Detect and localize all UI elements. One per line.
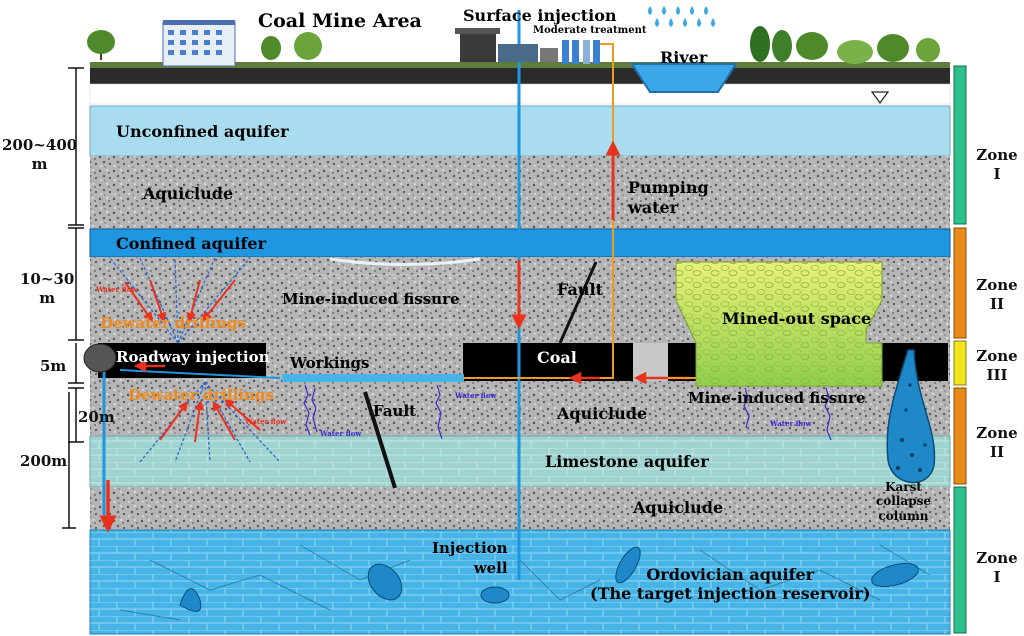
coal-label: Coal [537, 348, 577, 367]
zone-label-I-bottom: Zone I [976, 549, 1018, 586]
aquiclude-upper-label: Aquiclude [143, 184, 234, 203]
workings-label: Workings [290, 354, 370, 372]
depth-label-5: 200m [20, 452, 68, 470]
water-flow-note: Water flow [455, 391, 497, 400]
water-flow-note: Water flow [770, 419, 812, 428]
rain-icon [648, 6, 715, 27]
river-label: River [660, 48, 708, 67]
zone-label-I-top: Zone I [976, 146, 1018, 183]
roadway-injection-label: Roadway injection [116, 348, 270, 366]
karst-void [480, 586, 510, 604]
moderate-treatment-label: Moderate treatment [533, 25, 647, 36]
fissure-squiggle [303, 384, 311, 436]
roadway-tank [83, 343, 117, 373]
mined-out-space-label: Mined-out space [722, 309, 872, 328]
dewater-drillings-lower-label: Dewater drillings [128, 386, 274, 404]
injection-well-label: Injection well [432, 539, 508, 578]
injection-station-icon [455, 28, 558, 62]
coal-mine-area-title: Coal Mine Area [258, 10, 422, 32]
zone-label-II-lower: Zone II [976, 424, 1018, 461]
river-channel [630, 63, 738, 93]
treatment-tanks-icon [562, 40, 600, 64]
zone-bar-III [953, 340, 967, 386]
fissure-squiggle [435, 384, 443, 440]
depth-label-4: 20m [78, 408, 115, 426]
pumping-water-label: Pumping water [628, 178, 709, 217]
karst-collapse-column-label: Karst collapse column [876, 480, 931, 523]
aquiclude-lower-label: Aquiclude [633, 498, 724, 517]
zone-bar-I-bottom [953, 486, 967, 634]
fissure-squiggle [824, 387, 832, 441]
depth-dimension-bars [62, 67, 84, 529]
zone-bar-I-top [953, 65, 967, 225]
zone-bar-II-upper [953, 227, 967, 339]
water-flow-note: Water flow [96, 285, 138, 294]
water-flow-note: Water flow [320, 429, 362, 438]
coal-pillar [633, 343, 668, 381]
unconfined-aquifer-label: Unconfined aquifer [116, 122, 289, 141]
building-icon [162, 20, 236, 67]
depth-label-1: 200~400 m [2, 136, 78, 173]
karst-void [615, 546, 641, 584]
tree-icon [261, 32, 322, 60]
confined-aquifer-label: Confined aquifer [116, 234, 266, 253]
fissure-squiggle [743, 387, 750, 429]
karst-collapse-column [886, 349, 936, 484]
surface-injection-label: Surface injection [463, 6, 617, 25]
water-flow-note: Water flow [245, 417, 287, 426]
coal-seam-middle [463, 343, 633, 381]
workings-water [282, 374, 464, 382]
zone-label-III: Zone III [976, 347, 1018, 384]
tree-icon [87, 30, 115, 60]
zone-label-II-upper: Zone II [976, 276, 1018, 313]
fault-lower-label: Fault [373, 402, 417, 420]
dewater-drillings-upper-fan [109, 257, 251, 344]
karst-void [179, 588, 202, 612]
karst-void [367, 563, 403, 601]
fault-lower-line [363, 391, 397, 489]
tree-icon [750, 26, 940, 64]
karst-void [871, 563, 919, 587]
limestone-aquifer-label: Limestone aquifer [545, 452, 709, 471]
depth-label-2: 10~30 m [20, 270, 75, 307]
mine-induced-fissure-left-label: Mine-induced fissure [282, 290, 460, 308]
dewater-drillings-upper-label: Dewater drillings [100, 314, 246, 332]
fault-upper-label: Fault [557, 280, 603, 299]
fault-upper-line [558, 261, 598, 344]
aquiclude-middle-label: Aquiclude [557, 404, 648, 423]
ordovician-aquifer-label: Ordovician aquifer (The target injection… [590, 565, 871, 604]
water-table-symbol [870, 91, 890, 105]
depth-label-3: 5m [40, 357, 67, 375]
mine-induced-fissure-right-label: Mine-induced fissure [688, 389, 866, 407]
zone-bar-II-lower [953, 387, 967, 485]
